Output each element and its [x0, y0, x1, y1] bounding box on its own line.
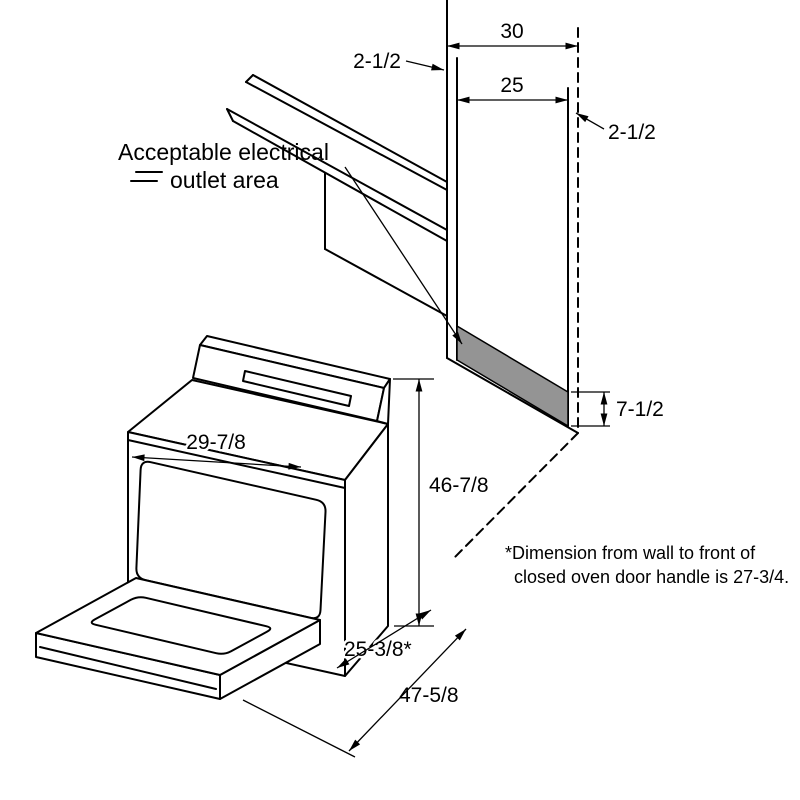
oven-door-window: [90, 596, 272, 655]
range-dimensions: 29-7/8 46-7/8 25-3/8* 47-5/8: [131, 378, 491, 758]
outlet-height-dimension: 7-1/2: [571, 391, 666, 427]
dim-label-height: 46-7/8: [429, 474, 489, 497]
floor-dashed-line: [451, 432, 579, 561]
dim-label-clearance-left: 2-1/2: [353, 50, 401, 73]
dim-label-25: 25: [500, 74, 523, 97]
counter: [226, 74, 448, 317]
floor-wall-junction-line: [446, 357, 579, 434]
leader-clearance-left: [405, 60, 445, 71]
oven-door-handle-line: [39, 646, 217, 690]
dim-line-depth-door-open: [348, 628, 467, 752]
dim-label-width: 29-7/8: [186, 431, 246, 454]
cabinet-bottom-edge: [324, 248, 448, 317]
wall-and-opening: [446, 0, 579, 561]
countertop-front-bottom-edge: [232, 120, 448, 242]
dim-label-7-5: 7-1/2: [616, 398, 664, 421]
backguard-right-cap: [376, 378, 391, 425]
backsplash-end-cap: [245, 74, 254, 83]
footnote-line1: *Dimension from wall to front of: [505, 543, 756, 563]
ext-line-door-open: [242, 699, 356, 758]
dim-label-clearance-right: 2-1/2: [608, 121, 656, 144]
countertop-end-cap: [226, 108, 234, 122]
control-panel-window: [242, 370, 352, 407]
outlet-area-region: [456, 324, 569, 428]
dim-label-30: 30: [500, 20, 523, 43]
backsplash-top-edge: [252, 74, 448, 183]
backsplash-front-edge: [245, 81, 448, 191]
outlet-label-line1: Acceptable electrical: [118, 139, 329, 165]
outlet-leader-line: [344, 166, 463, 345]
range-illustration: [35, 335, 391, 700]
dim-line-width: [131, 454, 302, 470]
dim-label-depth-door-open: 47-5/8: [399, 684, 459, 707]
countertop-front-top-edge: [226, 108, 448, 231]
footnote: *Dimension from wall to front of closed …: [505, 543, 789, 587]
outlet-area-label: Acceptable electrical outlet area: [118, 139, 463, 345]
outlet-label-line2: outlet area: [170, 167, 279, 193]
footnote-line2: closed oven door handle is 27-3/4.: [514, 567, 789, 587]
leader-clearance-right: [575, 112, 605, 130]
opening-dimensions: 30 25 2-1/2 2-1/2: [351, 18, 659, 147]
